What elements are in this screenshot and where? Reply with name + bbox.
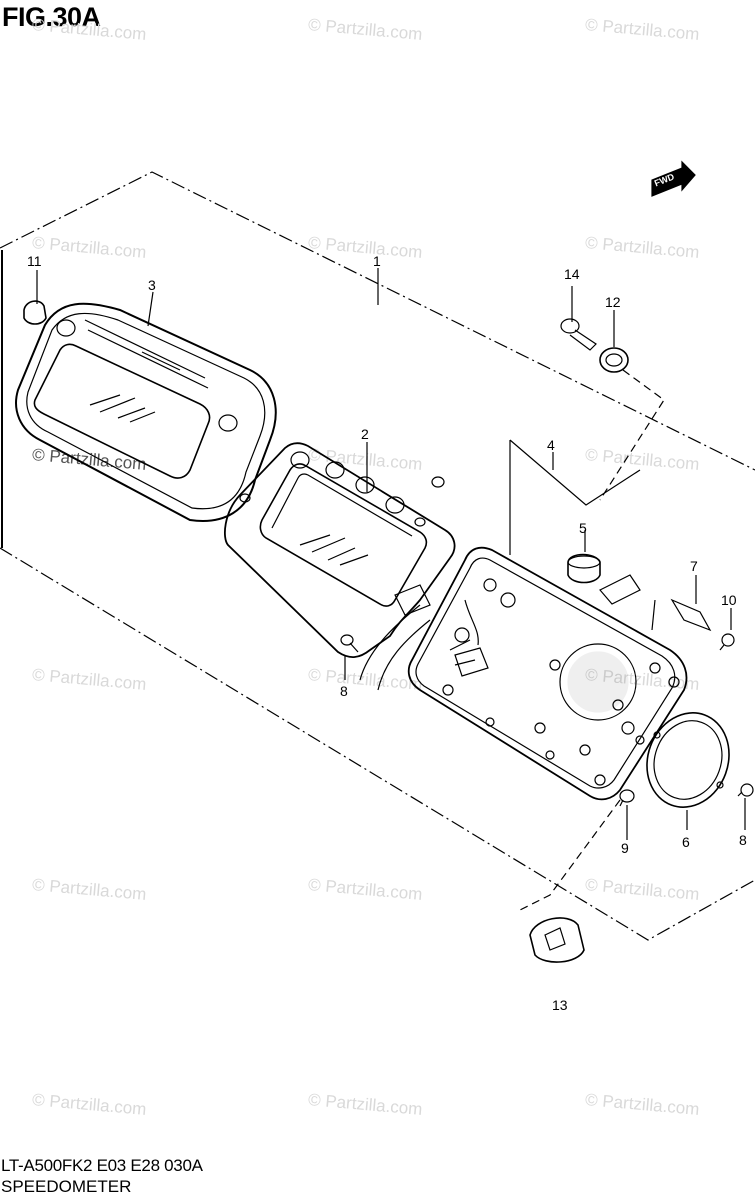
- screw-part-8: [340, 634, 359, 653]
- grommet-part-5: [567, 553, 601, 584]
- speedometer-body-part-1: [407, 546, 688, 801]
- callout-5: 5: [579, 520, 587, 536]
- screw-part-14: [560, 318, 597, 351]
- callout-1: 1: [373, 253, 381, 269]
- screw-part-8: [737, 783, 754, 797]
- assembly-outline: [0, 171, 755, 471]
- callout-6: 6: [682, 834, 690, 850]
- callout-3: 3: [148, 277, 156, 293]
- fwd-arrow-icon: [651, 160, 696, 197]
- model-code: LT-A500FK2 E03 E28 030A: [1, 1156, 203, 1175]
- callout-10: 10: [721, 592, 737, 608]
- callout-11: 11: [27, 253, 42, 269]
- callout-8: 8: [739, 832, 747, 848]
- screw-part-10: [719, 633, 735, 651]
- callout-9: 9: [621, 840, 629, 856]
- figure-title: FIG.30A: [2, 2, 101, 32]
- section-name: SPEEDOMETER: [1, 1177, 132, 1196]
- callout-12: 12: [605, 294, 621, 310]
- lens-part-2: [224, 442, 456, 691]
- callout-14: 14: [564, 266, 580, 282]
- cap-part-11: [23, 300, 47, 325]
- callout-7: 7: [690, 558, 698, 574]
- washer-part-12: [599, 347, 629, 373]
- callout-8: 8: [340, 683, 348, 699]
- callout-13: 13: [552, 997, 568, 1013]
- ring-gasket-part-6: [646, 712, 730, 808]
- bracket-part-7: [670, 598, 712, 632]
- callout-2: 2: [361, 426, 369, 442]
- assembly-outline: [0, 547, 755, 941]
- callout-4: 4: [547, 437, 555, 453]
- screw-part-9: [619, 789, 635, 807]
- grommet-part-13: [529, 917, 585, 963]
- meter-case-part-3: [15, 302, 277, 522]
